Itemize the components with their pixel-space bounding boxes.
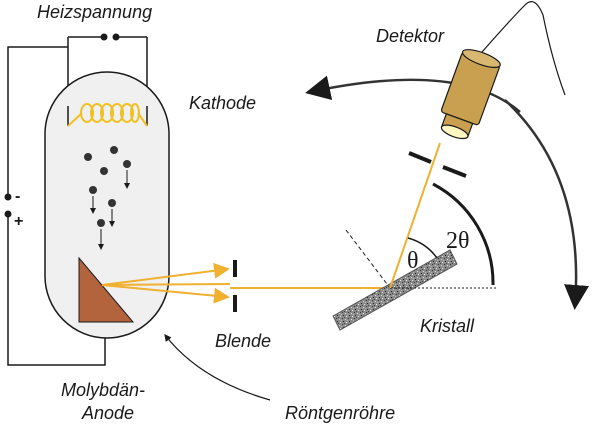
high-voltage-circuit: - + [4, 46, 106, 366]
molybdenum-anode [78, 256, 135, 323]
electron [97, 219, 105, 227]
diffracted-beam [389, 142, 441, 289]
label-roehre: Röntgenröhre [285, 403, 395, 423]
theta-symbol: θ [407, 248, 419, 274]
roehre-pointer-arrow [164, 334, 271, 401]
hv-terminal-plus [4, 210, 12, 218]
electrons [84, 146, 131, 250]
label-anode-line2: Anode [81, 403, 134, 423]
electron [100, 167, 108, 175]
two-theta-arc [432, 182, 495, 286]
label-detektor: Detektor [376, 26, 445, 46]
hv-terminal-minus [4, 193, 12, 201]
electron [84, 153, 92, 161]
theta-arc [407, 237, 438, 259]
two-theta-symbol: 2θ [446, 228, 470, 254]
minus-sign: - [15, 188, 20, 205]
cathode-filament [67, 103, 148, 127]
heater-terminal-left [100, 33, 108, 41]
rotation-arc [305, 75, 521, 113]
label-kathode: Kathode [189, 93, 256, 113]
label-blende: Blende [215, 331, 271, 351]
detector-cable [474, 1, 566, 96]
detector-slit [408, 151, 467, 178]
label-kristall: Kristall [420, 316, 475, 336]
electron [89, 186, 97, 194]
electron [108, 199, 116, 207]
label-heizspannung: Heizspannung [37, 2, 152, 22]
primary-xray-beams [101, 262, 390, 304]
detector [440, 49, 501, 140]
xray-tube [44, 71, 170, 339]
crystal-normal-line [345, 229, 391, 289]
electron [123, 160, 131, 168]
electron [110, 146, 118, 154]
crystal [332, 249, 458, 331]
rotation-arc [504, 99, 589, 310]
label-anode-line1: Molybdän- [61, 380, 145, 400]
plus-sign: + [14, 213, 23, 230]
heater-terminal-right [112, 33, 120, 41]
